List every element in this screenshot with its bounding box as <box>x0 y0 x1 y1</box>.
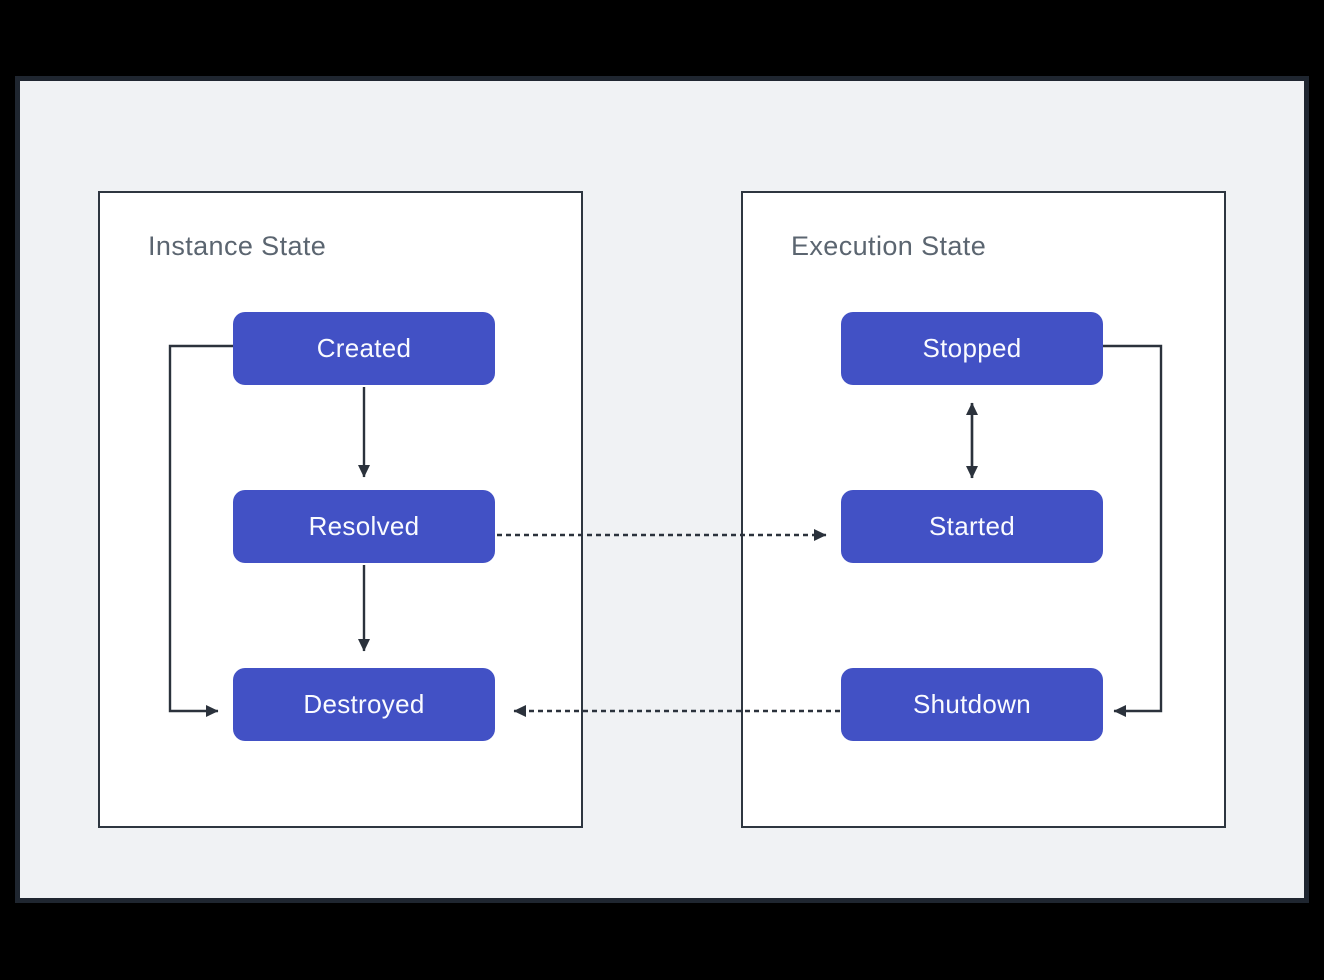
node-started: Started <box>841 490 1103 563</box>
panel-title-execution-state: Execution State <box>791 231 987 261</box>
node-resolved: Resolved <box>233 490 495 563</box>
node-shutdown: Shutdown <box>841 668 1103 741</box>
node-created: Created <box>233 312 495 385</box>
panel-title-instance-state: Instance State <box>148 231 327 261</box>
node-stopped: Stopped <box>841 312 1103 385</box>
node-destroyed: Destroyed <box>233 668 495 741</box>
